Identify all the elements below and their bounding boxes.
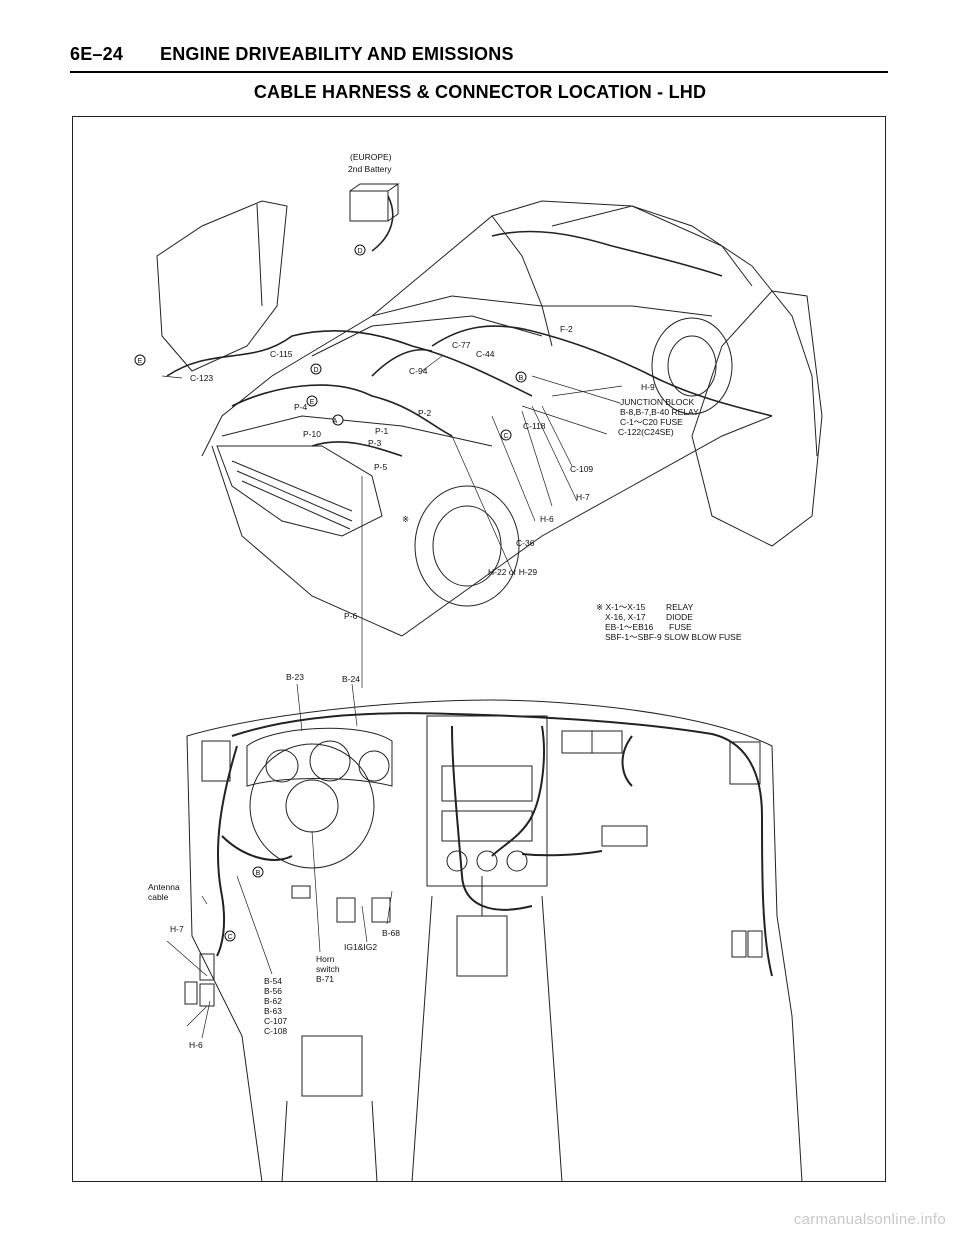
legend-fuse: FUSE bbox=[669, 622, 692, 632]
label-c107: C-107 bbox=[264, 1016, 287, 1026]
label-p3: P-3 bbox=[368, 438, 382, 448]
label-europe-2: 2nd Battery bbox=[348, 164, 392, 174]
circle-label-e: E bbox=[310, 399, 315, 406]
label-c94: C-94 bbox=[409, 366, 428, 376]
lower-labels: B-23 B-24 Antenna cable H-7 H-6 B C B-54… bbox=[148, 672, 400, 1050]
header-rule bbox=[70, 71, 888, 73]
label-p6: P-6 bbox=[344, 611, 358, 621]
label-p5: P-5 bbox=[374, 462, 388, 472]
label-b62: B-62 bbox=[264, 996, 282, 1006]
circle-label-b: B bbox=[519, 375, 524, 382]
legend: ※ X-1～X-15 RELAY X-16, X-17 DIODE EB-1～E… bbox=[596, 602, 742, 642]
label-c122: C-122(C24SE) bbox=[618, 427, 674, 437]
harness-diagram: (EUROPE) 2nd Battery F-2 C-77 C-44 C-94 … bbox=[134, 152, 823, 1182]
label-europe-1: (EUROPE) bbox=[350, 152, 392, 162]
label-h22: H-22 or H-29 bbox=[488, 567, 537, 577]
watermark: carmanualsonline.info bbox=[793, 1211, 946, 1228]
upper-harness bbox=[166, 195, 773, 457]
legend-diode-range: X-16, X-17 bbox=[605, 612, 646, 622]
circle-lower-b: B bbox=[256, 870, 261, 877]
label-c115: C-115 bbox=[270, 349, 293, 359]
label-p1: P-1 bbox=[375, 426, 389, 436]
dashboard-outline bbox=[186, 699, 803, 1182]
label-h6: H-6 bbox=[540, 514, 554, 524]
label-lower-h7: H-7 bbox=[170, 924, 184, 934]
label-b56: B-56 bbox=[264, 986, 282, 996]
label-b54: B-54 bbox=[264, 976, 282, 986]
legend-diode: DIODE bbox=[666, 612, 693, 622]
label-horn-3: B-71 bbox=[316, 974, 334, 984]
label-antenna-1: Antenna bbox=[148, 882, 180, 892]
section-title: ENGINE DRIVEABILITY AND EMISSIONS bbox=[160, 44, 514, 64]
label-c123: C-123 bbox=[190, 373, 213, 383]
label-h7: H-7 bbox=[576, 492, 590, 502]
label-p2: P-2 bbox=[418, 408, 432, 418]
label-b68: B-68 bbox=[382, 928, 400, 938]
label-c109: C-109 bbox=[570, 464, 593, 474]
label-ref-mark: ※ bbox=[402, 514, 409, 524]
page-subtitle: CABLE HARNESS & CONNECTOR LOCATION - LHD bbox=[253, 82, 707, 102]
label-h9: H-9 bbox=[641, 382, 655, 392]
label-c36: C-36 bbox=[516, 538, 535, 548]
truck-outline bbox=[156, 183, 823, 637]
lower-harness bbox=[216, 712, 773, 977]
legend-relay: RELAY bbox=[666, 602, 694, 612]
diagram-frame bbox=[72, 116, 886, 1182]
circle-label-a: A bbox=[333, 418, 338, 425]
label-junction-block: JUNCTION BLOCK bbox=[620, 397, 694, 407]
label-p4: P-4 bbox=[294, 402, 308, 412]
circle-lower-c: C bbox=[227, 934, 232, 941]
label-b23: B-23 bbox=[286, 672, 304, 682]
circle-label-d2: D bbox=[357, 248, 362, 255]
label-c118: C-118 bbox=[523, 421, 546, 431]
label-antenna-2: cable bbox=[148, 892, 169, 902]
label-p10: P-10 bbox=[303, 429, 321, 439]
section-code: 6E–24 bbox=[70, 44, 124, 64]
legend-slow-blow: SBF-1～SBF-9 SLOW BLOW FUSE bbox=[605, 632, 742, 642]
label-c77: C-77 bbox=[452, 340, 471, 350]
upper-leaders bbox=[161, 355, 623, 688]
label-horn-1: Horn bbox=[316, 954, 335, 964]
legend-relay-range: ※ X-1～X-15 bbox=[596, 602, 645, 612]
page-header: 6E–24 ENGINE DRIVEABILITY AND EMISSIONS bbox=[70, 44, 890, 70]
label-relay: B-8,B-7,B-40 RELAY bbox=[620, 407, 699, 417]
lower-left-connectors bbox=[184, 930, 763, 1007]
circle-label-e2: E bbox=[138, 358, 143, 365]
upper-labels: (EUROPE) 2nd Battery F-2 C-77 C-44 C-94 … bbox=[138, 152, 699, 621]
label-b63: B-63 bbox=[264, 1006, 282, 1016]
label-lower-h6: H-6 bbox=[189, 1040, 203, 1050]
label-c108: C-108 bbox=[264, 1026, 287, 1036]
label-b24: B-24 bbox=[342, 674, 360, 684]
label-fuse: C-1～C20 FUSE bbox=[620, 417, 683, 427]
label-ig: IG1&IG2 bbox=[344, 942, 377, 952]
label-f2: F-2 bbox=[560, 324, 573, 334]
label-horn-2: switch bbox=[316, 964, 340, 974]
legend-fuse-range: EB-1～EB16 bbox=[605, 622, 653, 632]
circle-label-d: D bbox=[313, 367, 318, 374]
circle-label-c: C bbox=[503, 433, 508, 440]
label-c44: C-44 bbox=[476, 349, 495, 359]
